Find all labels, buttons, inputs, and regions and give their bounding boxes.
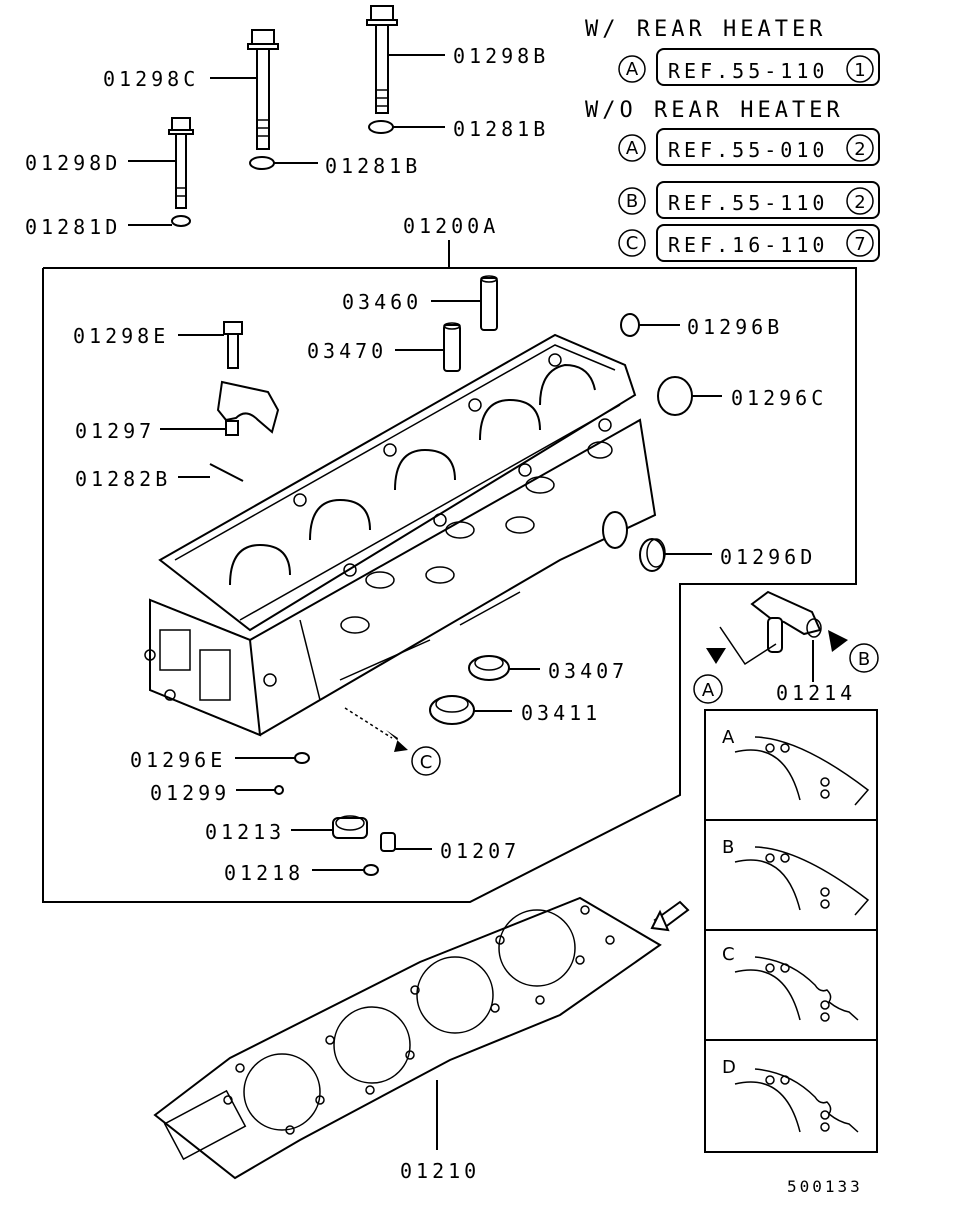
nut-01218 (363, 864, 379, 876)
label-01299: 01299 (150, 781, 230, 805)
label-01218: 01218 (224, 861, 304, 885)
label-01210: 01210 (400, 1159, 480, 1183)
label-01207: 01207 (440, 839, 520, 863)
washer-01281B (249, 156, 275, 170)
variant-panels: A B C D (704, 709, 878, 1153)
label-01213: 01213 (205, 820, 285, 844)
ref-circle: A (626, 138, 639, 159)
label-01214: 01214 (776, 681, 856, 705)
washer-01281D (171, 215, 191, 227)
label-01282B: 01282B (75, 467, 171, 491)
legend: W/ REAR HEATER A REF.55-110 1 W/O REAR H… (585, 17, 880, 262)
label-01298D: 01298D (25, 151, 121, 175)
plug-01296D (639, 538, 666, 572)
legend-with-rear-heater: W/ REAR HEATER (585, 17, 826, 42)
ref-sheet: 2 (854, 139, 865, 160)
ref-text: REF.55-110 (668, 59, 828, 83)
label-01298E: 01298E (73, 324, 169, 348)
seal-03411 (429, 695, 475, 725)
variant-panel-a: A (722, 727, 870, 806)
fitting-01214 (750, 590, 822, 653)
bolt-01298D (168, 117, 194, 209)
ref-circle: A (626, 59, 639, 80)
bolt-01298E (223, 321, 243, 369)
label-03411: 03411 (521, 701, 601, 725)
callout-a-text: A (702, 680, 715, 701)
label-03460: 03460 (342, 290, 422, 314)
seal-01213 (332, 815, 368, 839)
label-01296D: 01296D (720, 545, 816, 569)
ref-text: REF.55-010 (668, 138, 828, 162)
arrow-to-b-icon (828, 630, 848, 652)
plug-01296B (620, 313, 640, 337)
ref-circle: C (626, 233, 639, 254)
label-01281B-top: 01281B (453, 117, 549, 141)
ref-text: REF.55-110 (668, 191, 828, 215)
plug-01296C (657, 376, 693, 416)
label-01298C: 01298C (103, 67, 199, 91)
dowel-01207 (380, 832, 396, 852)
cylinder-head (144, 333, 657, 737)
label-01297: 01297 (75, 419, 155, 443)
plug-01296E (294, 752, 310, 764)
ref-text: REF.16-110 (668, 233, 828, 257)
bearing-cap-01297 (216, 380, 280, 436)
legend-without-rear-heater: W/O REAR HEATER (585, 98, 844, 123)
washer-01281B-top (368, 120, 394, 134)
callout-b-text: B (858, 649, 870, 670)
callout-c-text: C (420, 752, 433, 773)
seal-03407 (468, 655, 510, 681)
variant-label-d: D (722, 1057, 736, 1078)
callout-c[interactable] (411, 746, 441, 776)
label-01281D: 01281D (25, 215, 121, 239)
arrow-to-c-icon (386, 730, 408, 752)
ref-sheet: 2 (854, 192, 865, 213)
ref-row-2[interactable]: A REF.55-010 2 (618, 128, 880, 166)
label-01200A: 01200A (403, 214, 499, 238)
callout-b[interactable] (849, 643, 879, 673)
bolt-01298C (247, 29, 279, 150)
ball-01299 (274, 785, 284, 795)
label-03407: 03407 (548, 659, 628, 683)
head-gasket-01210 (153, 896, 662, 1180)
callout-a[interactable] (693, 674, 723, 704)
assembly-frame (42, 267, 857, 903)
ref-row-3[interactable]: B REF.55-110 2 (618, 181, 880, 219)
stud-01282B (209, 463, 244, 482)
variant-label-a: A (722, 727, 735, 748)
ref-row-4[interactable]: C REF.16-110 7 (618, 224, 880, 262)
sleeve-03460 (480, 275, 498, 331)
variant-panel-d: D (722, 1057, 859, 1133)
variant-panel-b: B (722, 837, 870, 916)
ref-circle: B (626, 191, 638, 212)
ref-sheet: 1 (854, 60, 865, 81)
ref-sheet: 7 (854, 234, 865, 255)
label-01296C: 01296C (731, 386, 827, 410)
ref-row-1[interactable]: A REF.55-110 1 (618, 48, 880, 86)
arrow-to-a-icon (706, 648, 726, 664)
bolt-01298B (366, 5, 398, 114)
diagram-code: 500133 (787, 1177, 863, 1196)
label-01296E: 01296E (130, 748, 226, 772)
variant-label-b: B (722, 837, 734, 858)
label-01281B: 01281B (325, 154, 421, 178)
variant-label-c: C (722, 944, 735, 965)
variant-panel-c: C (722, 944, 859, 1022)
label-01296B: 01296B (687, 315, 783, 339)
label-03470: 03470 (307, 339, 387, 363)
label-01298B: 01298B (453, 44, 549, 68)
sleeve-03470 (443, 322, 461, 372)
